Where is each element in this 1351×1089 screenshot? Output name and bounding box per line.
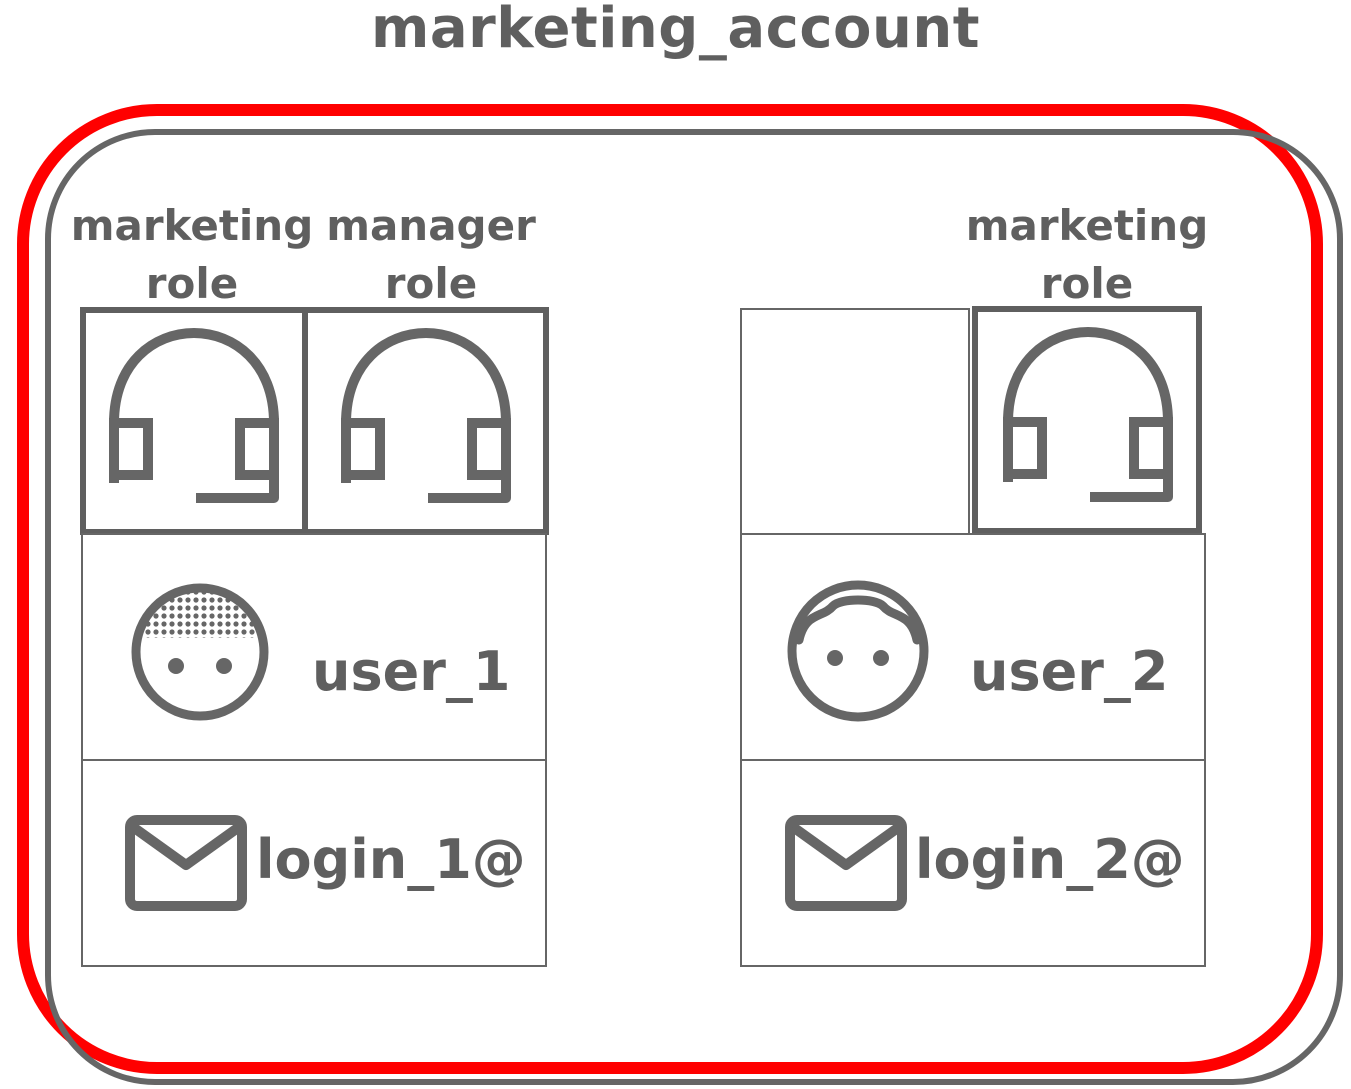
user-dotted-hair-icon (131, 583, 269, 721)
role-box-manager-1 (302, 307, 549, 535)
user-hair-icon (787, 580, 929, 722)
user-name-1: user_1 (312, 640, 511, 703)
role-box-marketing-2 (972, 306, 1202, 534)
account-title: marketing_account (370, 0, 981, 61)
headset-icon (109, 328, 279, 503)
envelope-icon (125, 815, 247, 911)
login-text-1: login_1@ (256, 828, 526, 891)
account-boundary (17, 104, 1323, 1074)
empty-role-slot-2 (740, 308, 970, 537)
user-name-2: user_2 (970, 640, 1169, 703)
role-label-marketing-1: marketing role (70, 201, 314, 308)
login-text-2: login_2@ (915, 828, 1185, 891)
login-box-2 (740, 759, 1206, 967)
account-frame (45, 129, 1343, 1085)
login-box-1 (81, 759, 547, 967)
role-box-marketing-1 (80, 307, 308, 535)
headset-icon (1003, 327, 1173, 502)
role-label-manager-1: manager role (326, 201, 536, 308)
user-box-1 (81, 533, 547, 762)
headset-icon (341, 328, 511, 503)
envelope-icon (785, 815, 907, 911)
role-label-marketing-2: marketing role (965, 201, 1209, 308)
